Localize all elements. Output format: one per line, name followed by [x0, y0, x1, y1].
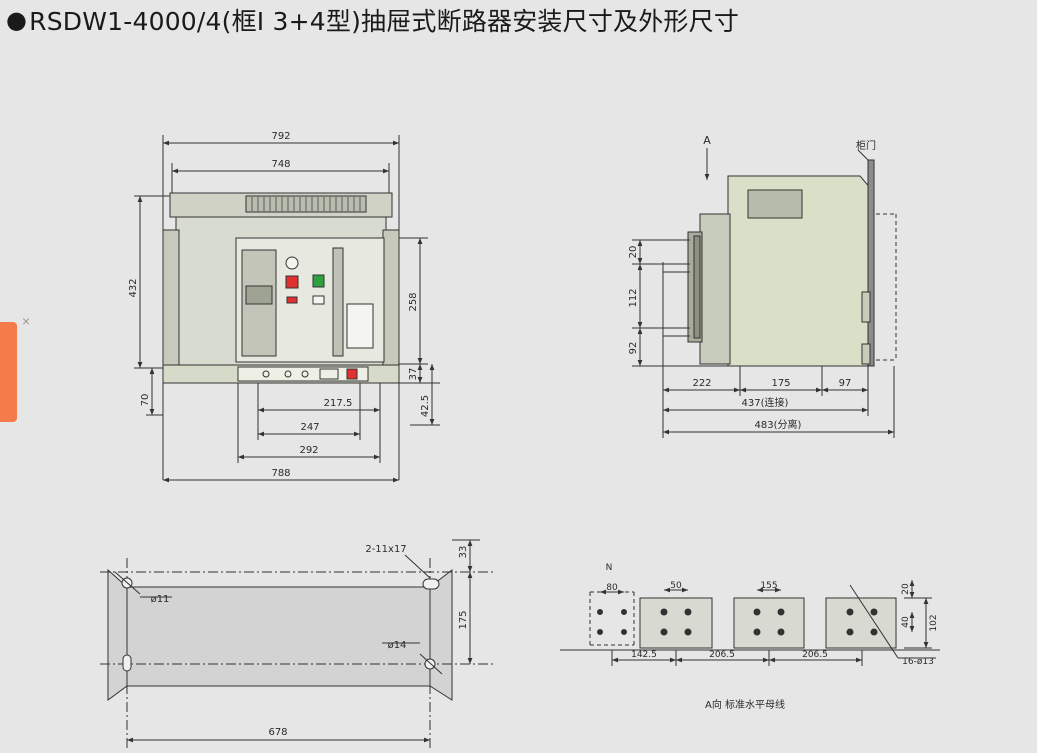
dim-37: 37: [408, 368, 419, 381]
front-view-labels: 792 748 432 70 258 37 42.5 217.5 247 292…: [128, 131, 431, 479]
dim-483: 483(分离): [755, 418, 802, 431]
n-phase-label: N: [606, 563, 613, 573]
dim-142-5: 142.5: [631, 650, 657, 660]
dim-50: 50: [670, 581, 682, 591]
dim-222: 222: [692, 378, 711, 389]
page-title: ● RSDW1-4000/4(框I 3+4型)抽屉式断路器安装尺寸及外形尺寸: [0, 0, 739, 40]
side-view-labels: A 柜门 20 112 92 222 175 97 437(连接) 483(分离…: [628, 134, 876, 431]
dim-42-5: 42.5: [420, 395, 431, 417]
dim-678: 678: [268, 727, 287, 738]
title-text: RSDW1-4000/4(框I 3+4型)抽屉式断路器安装尺寸及外形尺寸: [29, 7, 740, 36]
view-a-label: A: [703, 134, 711, 147]
dim-70: 70: [140, 394, 151, 407]
dim-258: 258: [408, 292, 419, 311]
door-label: 柜门: [856, 139, 876, 152]
dim-247: 247: [300, 422, 319, 433]
dim-20-busbar: 20: [901, 583, 911, 595]
dim-788: 788: [271, 468, 290, 479]
dim-20: 20: [628, 246, 639, 259]
front-view: [134, 135, 440, 483]
dim-206-5-a: 206.5: [709, 650, 735, 660]
dim-748: 748: [271, 159, 290, 170]
dim-112: 112: [628, 288, 639, 307]
dim-792: 792: [271, 131, 290, 142]
dim-437: 437(连接): [742, 396, 789, 409]
dim-175: 175: [771, 378, 790, 389]
mount-view: [100, 539, 496, 748]
dim-92: 92: [628, 342, 639, 355]
title-bullet: ●: [6, 6, 28, 34]
hole-11-label: ø11: [151, 594, 170, 605]
holes-label: 16-ø13: [902, 657, 934, 667]
close-icon[interactable]: ×: [22, 313, 31, 329]
busbar-caption: A向 标准水平母线: [705, 698, 785, 711]
hole-14-label: ø14: [388, 640, 407, 651]
busbar-view: [560, 580, 940, 666]
dim-33: 33: [458, 546, 469, 559]
dim-432: 432: [128, 278, 139, 297]
dim-155: 155: [760, 581, 777, 591]
dim-80: 80: [606, 583, 618, 593]
side-view: [632, 148, 897, 438]
busbar-view-labels: N 80 50 155 20 40 102 142.5 206.5 206.5 …: [606, 563, 939, 711]
dim-217-5: 217.5: [324, 398, 353, 409]
slot-label: 2-11x17: [365, 544, 406, 555]
dim-292: 292: [299, 445, 318, 456]
side-tab[interactable]: [0, 322, 17, 422]
dim-40: 40: [901, 616, 911, 628]
mount-view-labels: 2-11x17 33 175 ø11 ø14 678: [151, 544, 469, 738]
dim-175-mount: 175: [458, 610, 469, 629]
dim-206-5-b: 206.5: [802, 650, 828, 660]
dim-102: 102: [929, 614, 939, 631]
dim-97: 97: [839, 378, 852, 389]
